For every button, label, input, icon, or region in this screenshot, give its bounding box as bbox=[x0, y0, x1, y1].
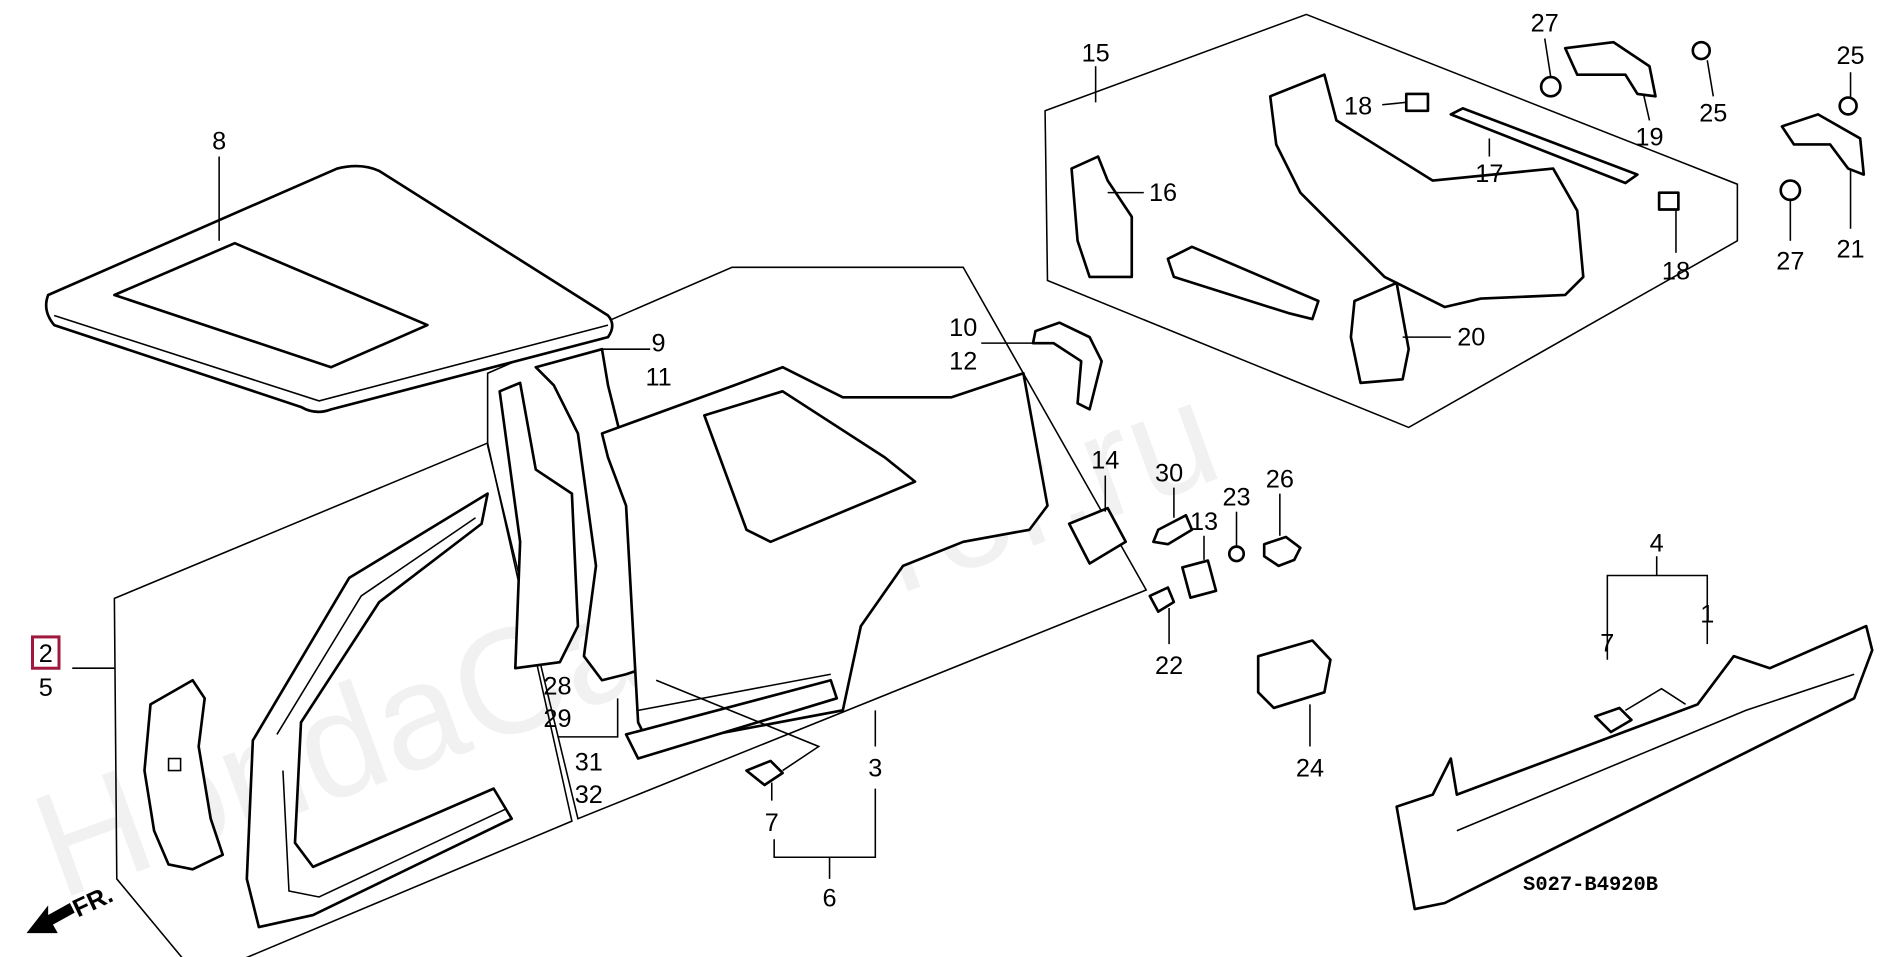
part-inner-pillar-28[interactable] bbox=[498, 381, 580, 670]
group-frame-rear bbox=[1044, 13, 1739, 429]
callout-30[interactable]: 30 bbox=[1155, 460, 1183, 488]
callout-7-right[interactable]: 7 bbox=[1600, 629, 1614, 657]
part-26[interactable] bbox=[1262, 535, 1302, 568]
callout-2[interactable]: 2 bbox=[39, 640, 53, 668]
callout-19[interactable]: 19 bbox=[1635, 124, 1663, 152]
part-21[interactable] bbox=[1780, 113, 1866, 176]
callout-14[interactable]: 14 bbox=[1091, 446, 1119, 474]
callout-27-upper[interactable]: 27 bbox=[1531, 9, 1559, 37]
callout-6[interactable]: 6 bbox=[823, 885, 837, 913]
callout-20[interactable]: 20 bbox=[1457, 324, 1485, 352]
highlight-box bbox=[31, 635, 61, 670]
callout-18-lower[interactable]: 18 bbox=[1662, 257, 1690, 285]
callout-7-middle[interactable]: 7 bbox=[765, 809, 779, 837]
part-17[interactable] bbox=[1449, 107, 1639, 185]
callout-18-upper[interactable]: 18 bbox=[1344, 92, 1372, 120]
callout-5[interactable]: 5 bbox=[39, 674, 53, 702]
part-13[interactable] bbox=[1181, 559, 1218, 599]
front-arrow-icon bbox=[26, 903, 75, 934]
callout-24[interactable]: 24 bbox=[1296, 755, 1324, 783]
callout-21[interactable]: 21 bbox=[1836, 236, 1864, 264]
callout-9[interactable]: 9 bbox=[652, 330, 666, 358]
callout-3[interactable]: 3 bbox=[868, 755, 882, 783]
part-rear-quarter-panel[interactable] bbox=[600, 365, 1049, 760]
callout-32[interactable]: 32 bbox=[575, 781, 603, 809]
callout-28[interactable]: 28 bbox=[543, 673, 571, 701]
callout-31[interactable]: 31 bbox=[575, 749, 603, 777]
callout-11[interactable]: 11 bbox=[645, 363, 671, 391]
part-25-lower[interactable] bbox=[1838, 96, 1858, 116]
part-16[interactable] bbox=[1070, 155, 1134, 279]
part-25-upper[interactable] bbox=[1691, 40, 1712, 61]
part-24[interactable] bbox=[1256, 639, 1332, 710]
callout-13[interactable]: 13 bbox=[1190, 508, 1218, 536]
part-30[interactable] bbox=[1152, 513, 1194, 546]
part-23[interactable] bbox=[1227, 545, 1246, 563]
part-27-upper[interactable] bbox=[1539, 75, 1562, 98]
part-19[interactable] bbox=[1563, 40, 1657, 98]
part-front-pillar-inner[interactable] bbox=[143, 678, 225, 871]
callout-15[interactable]: 15 bbox=[1082, 39, 1110, 67]
part-18-upper[interactable] bbox=[1404, 92, 1430, 113]
part-7-pin-middle[interactable] bbox=[745, 759, 784, 787]
callout-25-upper[interactable]: 25 bbox=[1836, 42, 1864, 70]
callout-26[interactable]: 26 bbox=[1266, 466, 1294, 494]
callout-1[interactable]: 1 bbox=[1700, 600, 1714, 628]
part-rear-panel-15[interactable] bbox=[1268, 73, 1585, 309]
group-frame-middle bbox=[486, 266, 1148, 820]
part-22[interactable] bbox=[1148, 586, 1176, 613]
part-crossmember[interactable] bbox=[1166, 245, 1320, 321]
callout-10[interactable]: 10 bbox=[949, 314, 977, 342]
part-27-lower[interactable] bbox=[1779, 179, 1802, 202]
callout-8[interactable]: 8 bbox=[212, 127, 226, 155]
callout-16[interactable]: 16 bbox=[1149, 179, 1177, 207]
part-side-sill[interactable] bbox=[1395, 624, 1874, 911]
part-14[interactable] bbox=[1067, 506, 1128, 565]
callout-27-lower[interactable]: 27 bbox=[1776, 248, 1804, 276]
callout-29[interactable]: 29 bbox=[543, 705, 571, 733]
part-outer-panel-front[interactable] bbox=[245, 492, 514, 929]
callout-17[interactable]: 17 bbox=[1475, 160, 1503, 188]
part-7-pin-right[interactable] bbox=[1593, 706, 1633, 734]
leader-lines bbox=[72, 38, 1852, 879]
callout-22[interactable]: 22 bbox=[1155, 652, 1183, 680]
part-roof[interactable] bbox=[44, 164, 614, 414]
callout-25-lower[interactable]: 25 bbox=[1699, 100, 1727, 128]
callout-4[interactable]: 4 bbox=[1650, 529, 1664, 557]
part-bracket-10[interactable] bbox=[1031, 321, 1103, 411]
diagram-code: S027-B4920B bbox=[1523, 874, 1658, 897]
callout-12[interactable]: 12 bbox=[949, 348, 977, 376]
part-20[interactable] bbox=[1349, 281, 1411, 385]
part-18-lower[interactable] bbox=[1657, 191, 1680, 211]
group-frame-left bbox=[113, 441, 573, 957]
callout-23[interactable]: 23 bbox=[1222, 484, 1250, 512]
